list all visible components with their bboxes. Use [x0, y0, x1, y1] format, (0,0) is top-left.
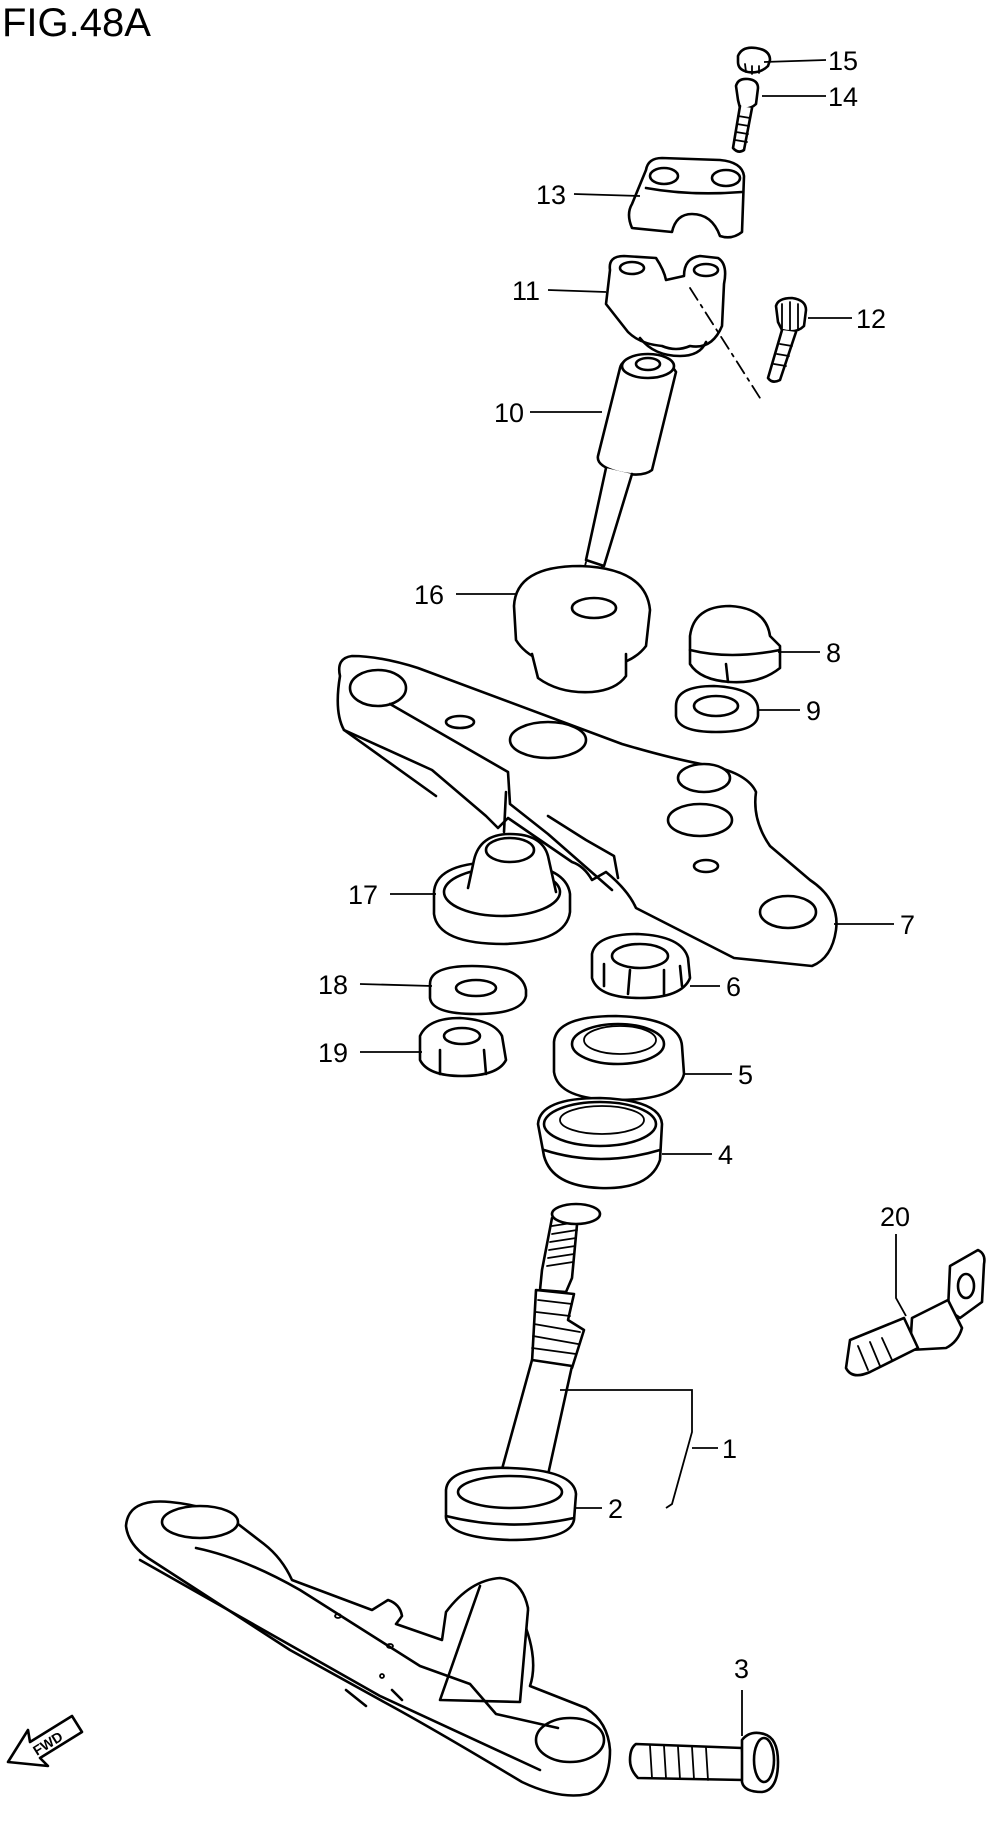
part-4-lower-bearing[interactable] — [536, 1096, 664, 1190]
callout-4: 4 — [718, 1140, 733, 1170]
part-9-washer[interactable] — [674, 684, 760, 734]
part-11-handlebar-lower-holder[interactable] — [604, 254, 727, 358]
callout-6: 6 — [726, 972, 741, 1002]
part-20-sensor[interactable] — [844, 1248, 986, 1377]
assembly-line — [689, 287, 761, 399]
part-17-bearing[interactable] — [432, 832, 572, 946]
callout-5: 5 — [738, 1060, 753, 1090]
callout-13: 13 — [536, 180, 566, 210]
callout-8: 8 — [826, 638, 841, 668]
callout-3: 3 — [734, 1654, 749, 1684]
part-16-stem-nut[interactable] — [512, 564, 652, 694]
callout-19: 19 — [318, 1038, 348, 1068]
callout-labels: 15 14 13 11 12 10 16 8 9 7 17 18 19 6 5 … — [318, 46, 915, 1684]
callout-12: 12 — [856, 304, 886, 334]
callout-7: 7 — [900, 910, 915, 940]
figure-title: FIG.48A — [2, 1, 151, 45]
part-1-lower-bracket[interactable] — [124, 1500, 612, 1797]
part-8-cap-nut[interactable] — [688, 604, 782, 684]
callout-16: 16 — [414, 580, 444, 610]
part-14-bolt[interactable] — [731, 77, 760, 153]
callout-1: 1 — [722, 1434, 737, 1464]
part-3-bolt[interactable] — [628, 1731, 780, 1794]
callout-2: 2 — [608, 1494, 623, 1524]
part-6-lock-nut[interactable] — [590, 932, 692, 1000]
callout-15: 15 — [828, 46, 858, 76]
part-15-cap[interactable] — [736, 46, 772, 75]
part-19-nut[interactable] — [418, 1016, 508, 1078]
part-2-dust-seal[interactable] — [444, 1466, 578, 1542]
callout-11: 11 — [512, 276, 540, 306]
part-18-washer[interactable] — [428, 964, 528, 1016]
callout-10: 10 — [494, 398, 524, 428]
callout-20: 20 — [880, 1202, 910, 1232]
fwd-arrow-icon: FWD — [6, 1714, 84, 1768]
part-10-steering-stem-bolt[interactable] — [579, 352, 678, 591]
callout-17: 17 — [348, 880, 378, 910]
callout-14: 14 — [828, 82, 858, 112]
part-13-handlebar-upper-clamp[interactable] — [627, 156, 746, 239]
callout-9: 9 — [806, 696, 821, 726]
part-12-bolt[interactable] — [766, 296, 808, 383]
part-7-upper-bracket[interactable] — [336, 654, 838, 968]
callout-18: 18 — [318, 970, 348, 1000]
part-5-seal[interactable] — [552, 1014, 686, 1102]
leader-lines — [359, 59, 907, 1736]
